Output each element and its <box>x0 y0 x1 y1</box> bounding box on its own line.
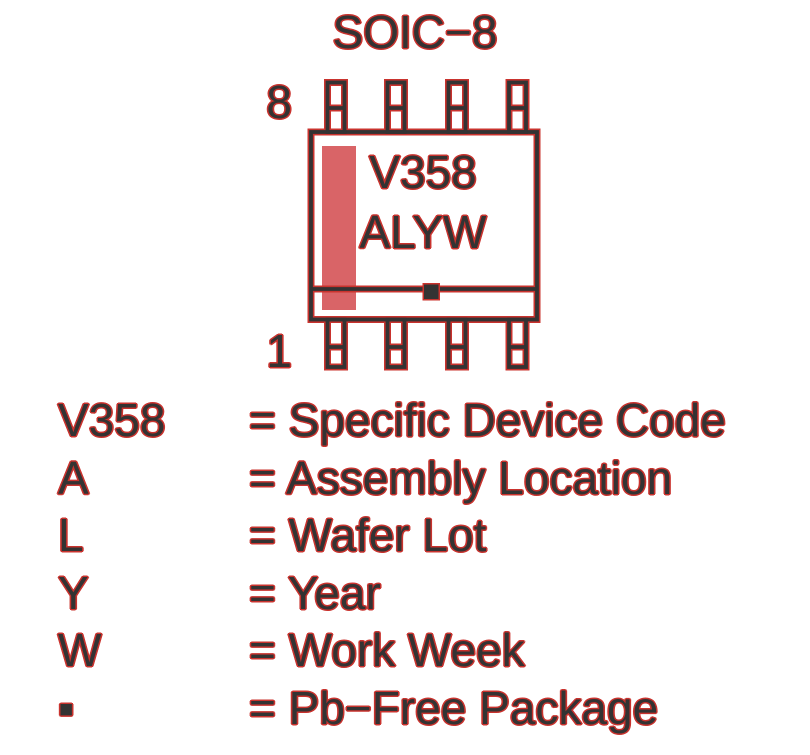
legend-row-pb-free: ▪ = Pb−Free Package <box>58 680 778 738</box>
legend-key: V358 <box>58 394 166 446</box>
legend-row-year: Y = Year <box>58 565 778 623</box>
highlight-bar <box>322 146 356 310</box>
legend-desc: = Pb−Free Package <box>249 681 659 734</box>
legend-desc: = Assembly Location <box>249 451 673 504</box>
pb-free-square-icon: ▪ <box>58 681 75 734</box>
pin-1-label: 1 <box>266 325 292 377</box>
package-title: SOIC−8 <box>332 6 498 58</box>
legend-desc: = Work Week <box>249 624 525 676</box>
legend-desc: = Specific Device Code <box>249 394 726 446</box>
legend-row-assembly-location: A = Assembly Location <box>58 450 778 508</box>
pin-8-label: 8 <box>266 76 292 128</box>
device-code-marking: V358 <box>369 146 477 198</box>
marking-legend: V358 = Specific Device Code A = Assembly L… <box>58 392 778 737</box>
legend-desc: = Year <box>249 566 381 619</box>
legend-row-work-week: W = Work Week <box>58 622 778 680</box>
legend-row-device-code: V358 = Specific Device Code <box>58 392 778 450</box>
legend-row-wafer-lot: L = Wafer Lot <box>58 507 778 565</box>
alyw-marking: ALYW <box>359 206 487 258</box>
legend-desc: = Wafer Lot <box>249 509 487 561</box>
legend-key: W <box>58 624 102 676</box>
legend-key: L <box>58 509 84 561</box>
pb-free-dot <box>424 284 439 299</box>
legend-key: A <box>58 451 89 504</box>
legend-key: Y <box>58 566 89 619</box>
